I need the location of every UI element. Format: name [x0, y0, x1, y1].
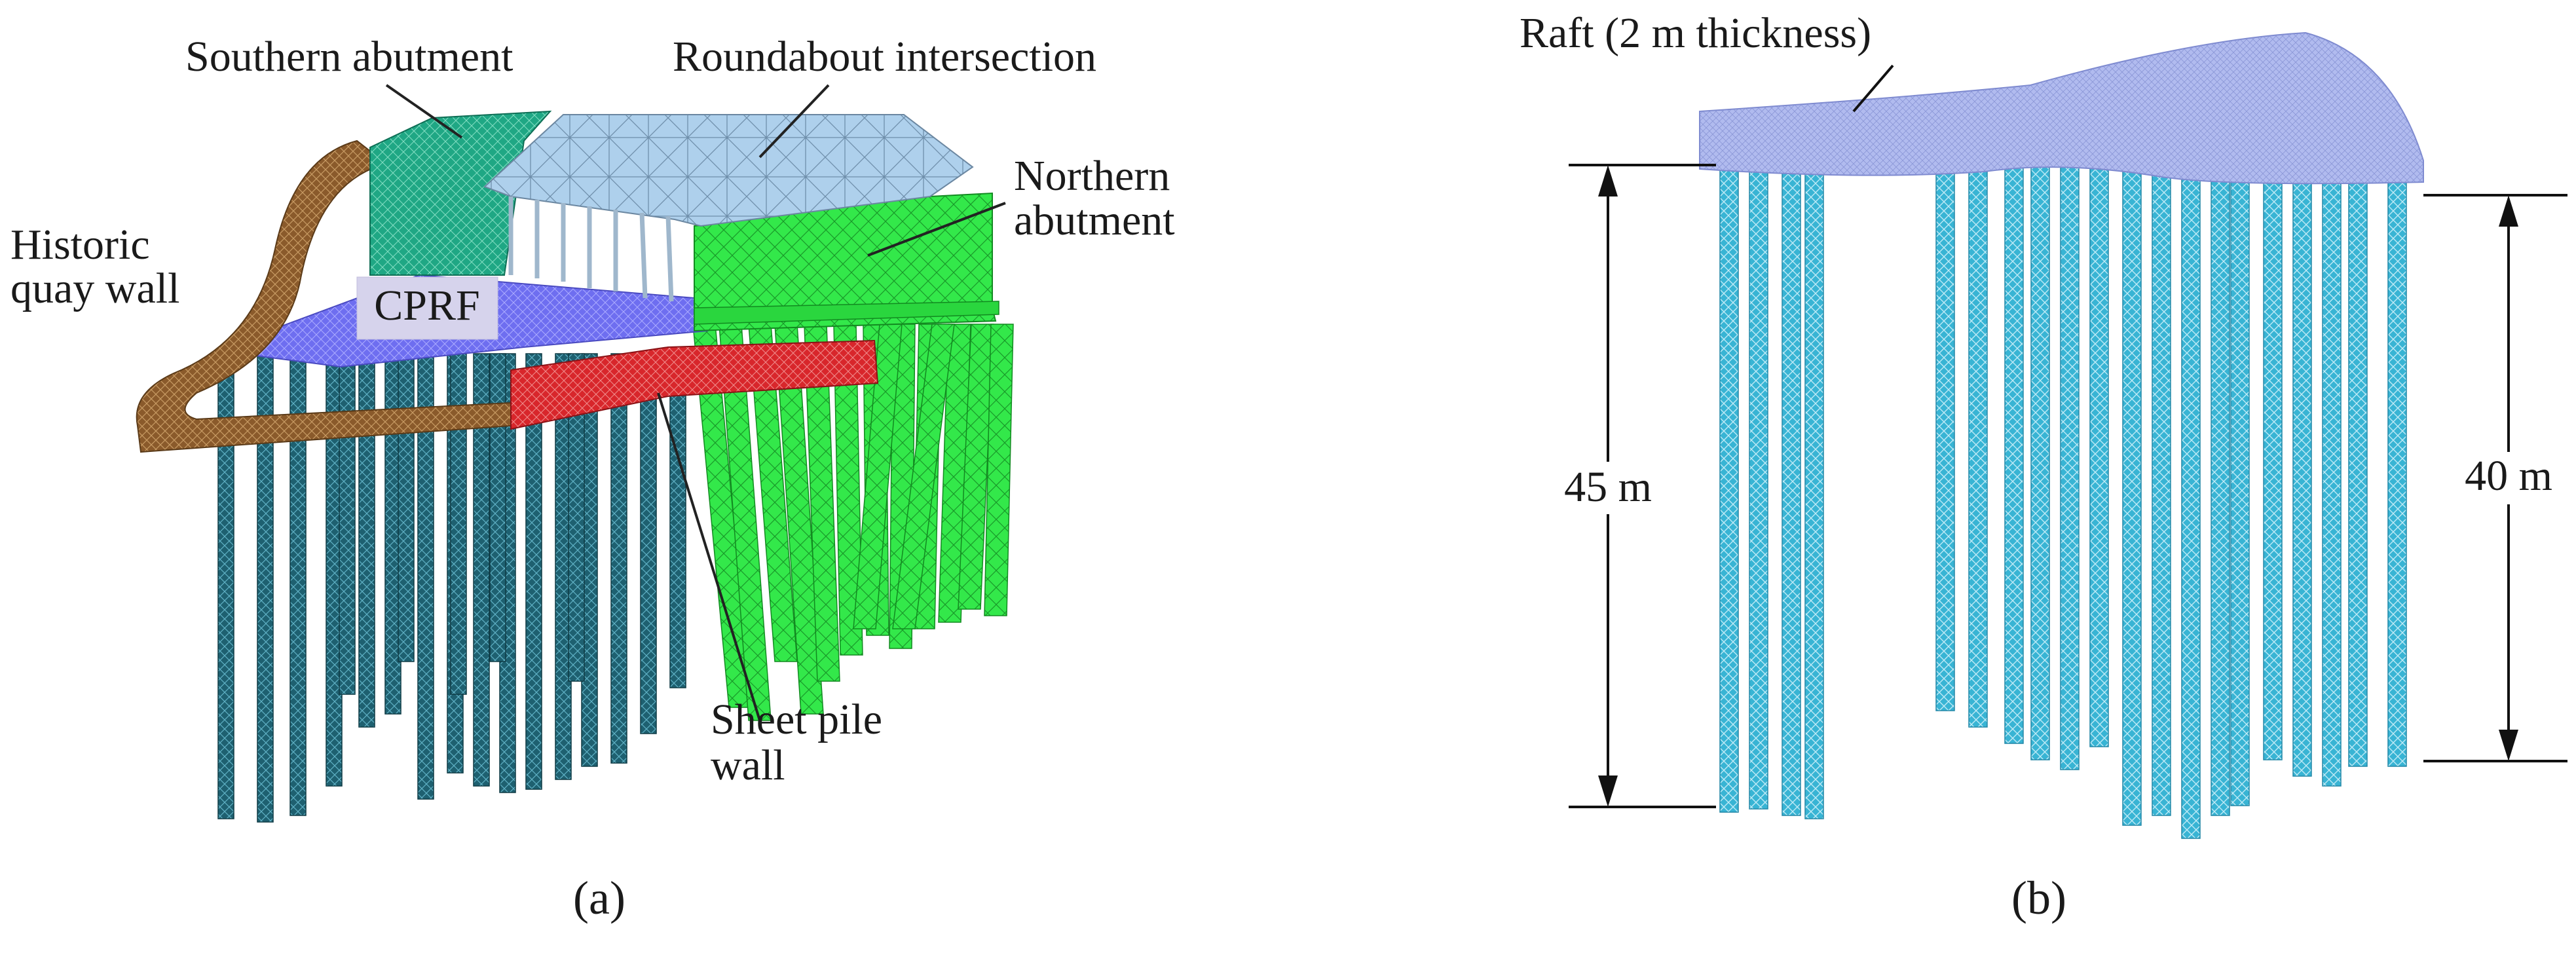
panel-b-caption: (b): [2011, 872, 2066, 924]
northern-abutment-piles: [692, 324, 1014, 721]
cprf-pile: [610, 353, 627, 764]
raft-pile: [1749, 166, 1768, 810]
cprf-pile: [640, 353, 657, 734]
cprf-pile: [669, 353, 686, 688]
northern-abutment-label-1: Northern: [1014, 152, 1170, 200]
raft-pile: [2230, 166, 2250, 806]
raft-pile: [2322, 166, 2342, 787]
dimension-40m-label-bg: [2443, 452, 2574, 504]
raft-pile: [2089, 166, 2109, 747]
panel-a-caption: (a): [573, 872, 625, 924]
raft-pile: [2211, 166, 2230, 816]
raft-pile: [1719, 166, 1739, 813]
cprf-piles: [217, 353, 686, 823]
raft-pile: [2152, 166, 2171, 816]
raft-pile: [1968, 166, 1988, 728]
southern-abutment-label: Southern abutment: [185, 33, 513, 81]
raft-label: Raft (2 m thickness): [1520, 9, 1871, 57]
raft-pile: [2348, 166, 2368, 767]
sheet-pile-wall-body: [510, 339, 879, 430]
cprf-pile: [525, 353, 542, 790]
cprf-pile: [339, 353, 356, 695]
northern-abutment-cap: [694, 301, 999, 325]
northern-abutment-label-2: abutment: [1014, 196, 1175, 244]
cprf-pile: [489, 353, 506, 662]
cprf-pile: [473, 353, 490, 787]
raft-pile: [2181, 166, 2201, 839]
raft-pile: [2292, 166, 2312, 777]
historic-quay-wall: [136, 140, 512, 453]
northern-abutment-pile: [984, 324, 1014, 616]
raft-pile: [2263, 166, 2283, 760]
raft-pile: [2030, 166, 2050, 760]
dimension-45m-label-bg: [1539, 462, 1680, 514]
panel-a: CPRF Southern abutment Roundabout inters…: [10, 33, 1175, 924]
historic-quay-wall-label-2: quay wall: [10, 265, 179, 312]
raft-slab: [1699, 31, 2424, 185]
northern-abutment-pile: [958, 324, 994, 610]
cprf-label: CPRF: [374, 282, 479, 329]
cprf-pile: [398, 353, 415, 662]
leader-lines-a: [385, 84, 1006, 721]
raft-piles: [1719, 166, 2407, 839]
raft-pile: [2387, 166, 2407, 767]
panel-b: 45 m 40 m Raft (2 m thickness) (b): [1520, 9, 2574, 924]
roundabout-columns: [508, 196, 674, 302]
sheet-pile-wall-label-1: Sheet pile: [711, 696, 882, 743]
dimension-45m-label: 45 m: [1564, 463, 1652, 511]
northern-abutment-pile: [892, 324, 955, 629]
dimension-40m-label: 40 m: [2465, 452, 2552, 500]
raft-pile: [2004, 166, 2024, 744]
raft-leader-line: [1852, 64, 1894, 113]
historic-quay-wall-label-1: Historic: [10, 221, 150, 269]
roundabout-label: Roundabout intersection: [673, 33, 1096, 81]
raft-pile: [1935, 166, 1955, 711]
cprf-label-box: [356, 276, 498, 340]
raft-pile: [1782, 166, 1801, 816]
cprf-pile: [568, 353, 585, 682]
raft-pile: [1804, 166, 1824, 819]
raft-pile: [2122, 166, 2142, 826]
sheet-pile-wall-label-2: wall: [711, 741, 785, 789]
raft-pile: [2060, 166, 2080, 770]
cprf-pile: [555, 353, 572, 780]
